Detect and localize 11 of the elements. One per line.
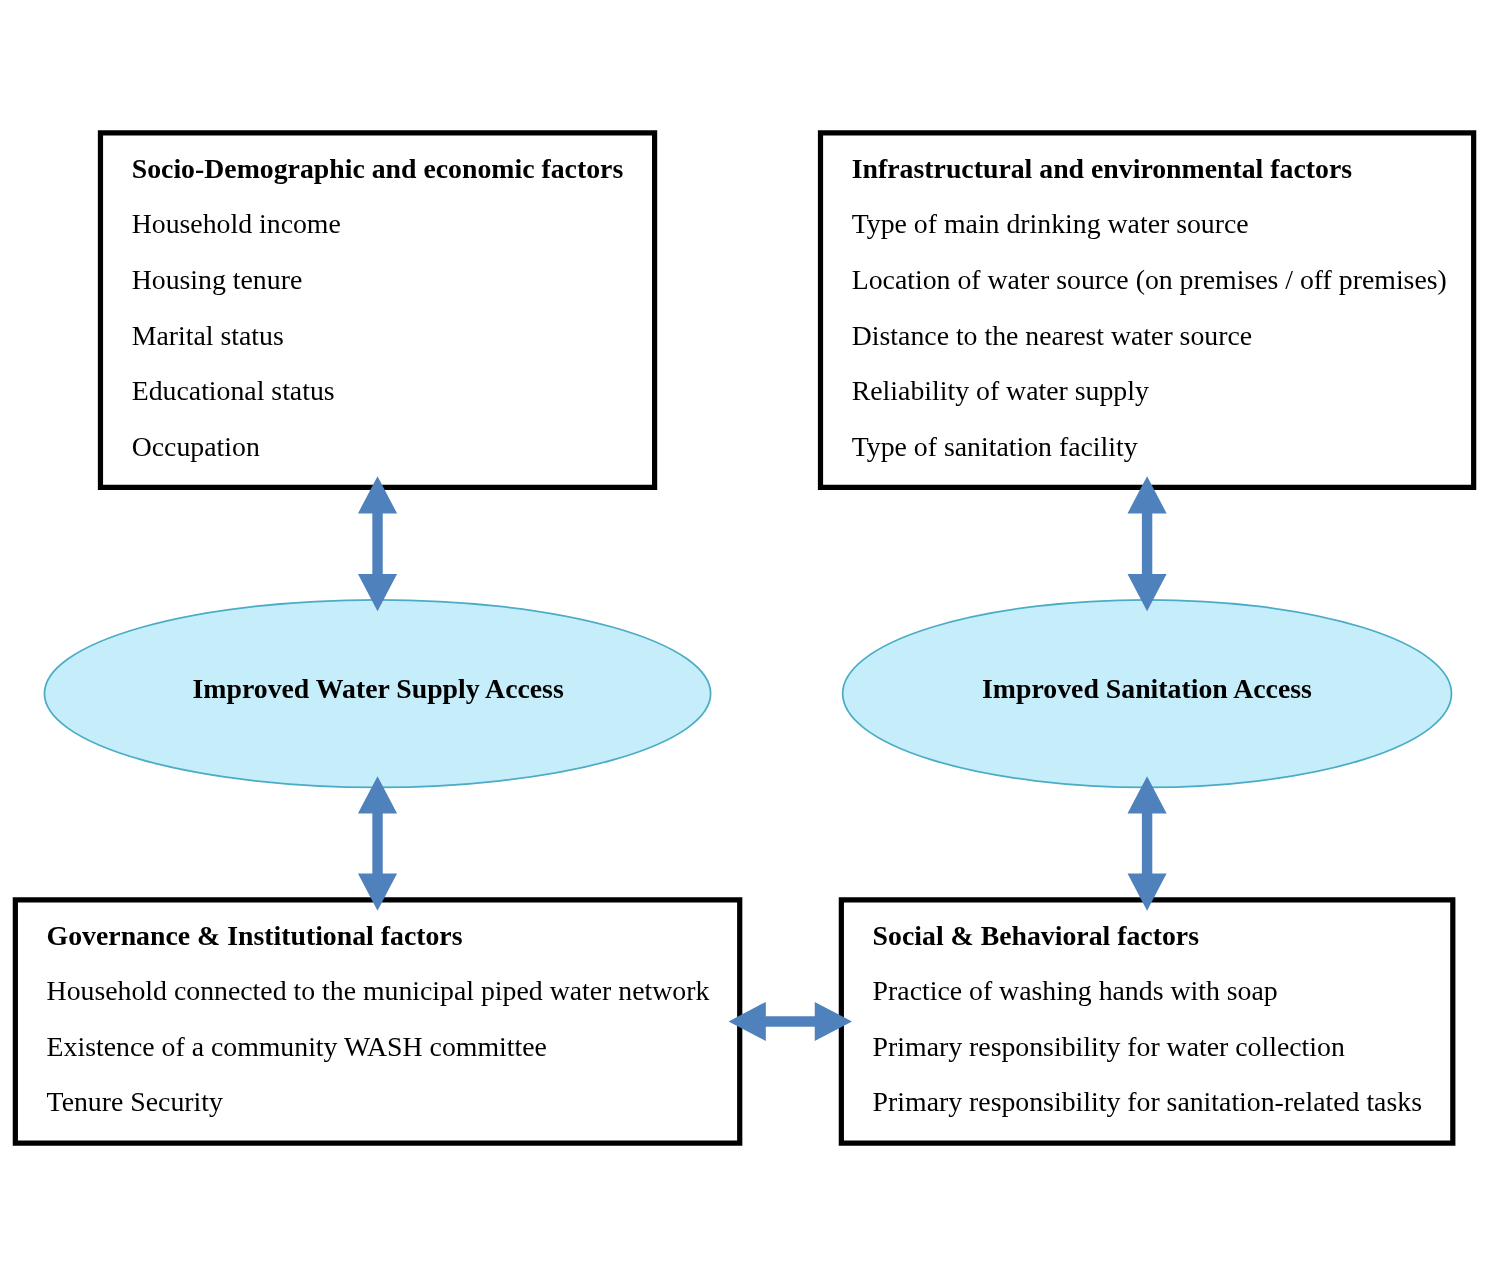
node-ellipse: Improved Water Supply Access [43, 598, 712, 788]
arrow [357, 475, 398, 611]
node-box: Infrastructural and environmental factors Type of main drinking water source Location of water source (on premises / off premises) Distance to the nearest water source Reliability of water supply Type of sanitation facility [817, 129, 1477, 490]
node-box: Socio-Demographic and economic factors Household income Housing tenure Marital status Educational status Occupation [97, 129, 658, 490]
node-box: Social & Behavioral factors Practice of washing hands with soap Primary responsibility for water collection Primary responsibility for sanitation-related tasks [838, 896, 1456, 1146]
node-box: Governance & Institutional factors Household connected to the municipal piped water network Existence of a community WASH committee Tenure Security [12, 896, 743, 1146]
arrow [728, 1001, 852, 1041]
arrow [357, 775, 398, 911]
arrow [1127, 475, 1167, 611]
node-ellipse: Improved Sanitation Access [841, 598, 1453, 788]
arrow [1127, 775, 1167, 911]
